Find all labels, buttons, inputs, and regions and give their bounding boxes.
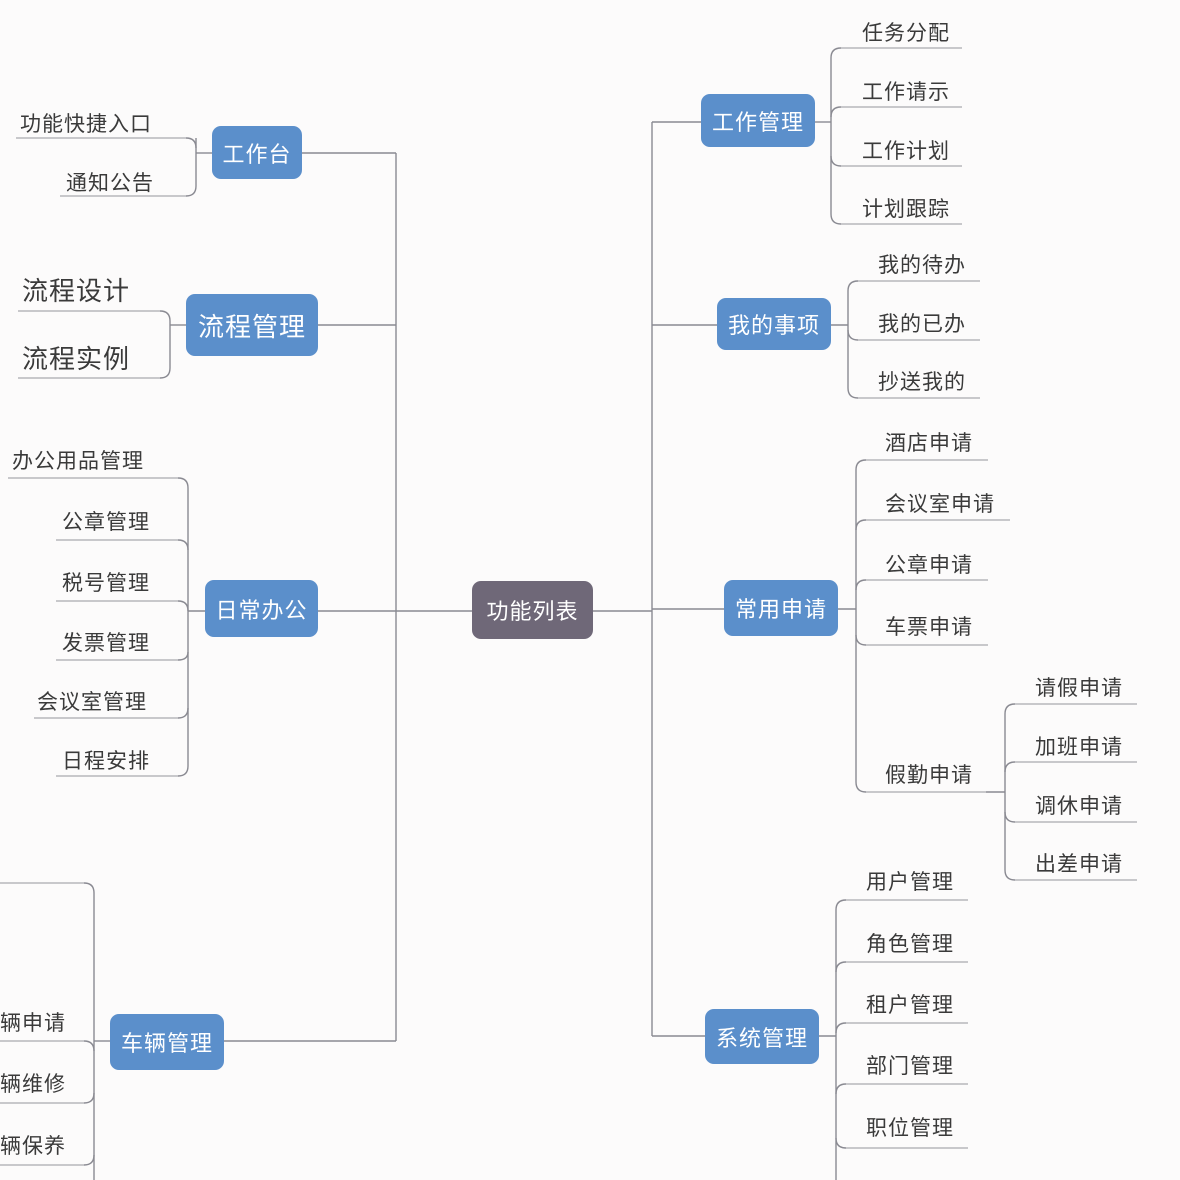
- branch-common-apply[interactable]: 常用申请: [724, 580, 838, 636]
- leaf-invoice-management[interactable]: 发票管理: [62, 631, 150, 655]
- leaf-seal-management[interactable]: 公章管理: [62, 510, 150, 534]
- leaf-vehicle-maintenance[interactable]: 辆保养: [0, 1134, 66, 1158]
- leaf-overtime-apply[interactable]: 加班申请: [1035, 735, 1123, 759]
- leaf-process-design[interactable]: 流程设计: [22, 277, 131, 307]
- leaf-schedule[interactable]: 日程安排: [62, 749, 150, 773]
- leaf-vehicle-apply[interactable]: 辆申请: [0, 1011, 66, 1035]
- leaf-tenant-management[interactable]: 租户管理: [866, 993, 954, 1017]
- leaf-my-done[interactable]: 我的已办: [878, 312, 966, 336]
- leaf-business-trip-apply[interactable]: 出差申请: [1035, 852, 1123, 876]
- leaf-seal-apply[interactable]: 公章申请: [885, 553, 973, 577]
- leaf-notices[interactable]: 通知公告: [66, 171, 154, 195]
- leaf-work-plan[interactable]: 工作计划: [862, 139, 950, 163]
- leaf-attendance-apply[interactable]: 假勤申请: [885, 763, 973, 787]
- branch-process[interactable]: 流程管理: [186, 294, 318, 356]
- root-node[interactable]: 功能列表: [472, 581, 593, 639]
- leaf-task-assignment[interactable]: 任务分配: [862, 21, 950, 45]
- leaf-meeting-room-apply[interactable]: 会议室申请: [885, 492, 995, 516]
- leaf-department-management[interactable]: 部门管理: [866, 1054, 954, 1078]
- leaf-my-todo[interactable]: 我的待办: [878, 253, 966, 277]
- branch-workbench[interactable]: 工作台: [212, 126, 302, 179]
- branch-work-management[interactable]: 工作管理: [701, 94, 815, 147]
- branch-vehicle[interactable]: 车辆管理: [110, 1014, 224, 1070]
- leaf-time-off-apply[interactable]: 调休申请: [1035, 794, 1123, 818]
- leaf-role-management[interactable]: 角色管理: [866, 932, 954, 956]
- leaf-vehicle-repair[interactable]: 辆维修: [0, 1072, 66, 1096]
- leaf-office-supplies[interactable]: 办公用品管理: [12, 449, 144, 473]
- leaf-ticket-apply[interactable]: 车票申请: [885, 615, 973, 639]
- branch-system[interactable]: 系统管理: [705, 1009, 819, 1064]
- leaf-user-management[interactable]: 用户管理: [866, 870, 954, 894]
- leaf-tax-id-management[interactable]: 税号管理: [62, 571, 150, 595]
- leaf-work-request[interactable]: 工作请示: [862, 80, 950, 104]
- leaf-shortcut-entry[interactable]: 功能快捷入口: [20, 112, 152, 136]
- leaf-meeting-room-management[interactable]: 会议室管理: [37, 690, 147, 714]
- leaf-leave-apply[interactable]: 请假申请: [1035, 676, 1123, 700]
- branch-my-items[interactable]: 我的事项: [717, 298, 831, 350]
- leaf-process-instance[interactable]: 流程实例: [22, 345, 131, 375]
- leaf-cc-to-me[interactable]: 抄送我的: [878, 370, 966, 394]
- branch-daily-office[interactable]: 日常办公: [205, 580, 318, 637]
- leaf-position-management[interactable]: 职位管理: [866, 1116, 954, 1140]
- leaf-hotel-apply[interactable]: 酒店申请: [885, 431, 973, 455]
- leaf-plan-tracking[interactable]: 计划跟踪: [862, 197, 950, 221]
